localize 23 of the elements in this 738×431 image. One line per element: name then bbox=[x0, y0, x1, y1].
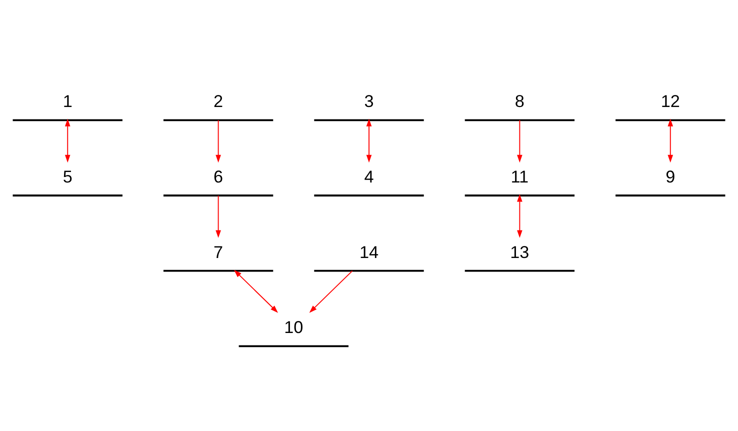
node-text: 2 bbox=[214, 90, 224, 111]
arrow bbox=[668, 118, 674, 162]
node-text: 6 bbox=[214, 166, 224, 186]
node-text: 3 bbox=[364, 90, 374, 111]
node-text: 9 bbox=[666, 166, 676, 186]
node-text: 1 bbox=[62, 90, 72, 111]
node-text: 5 bbox=[62, 166, 72, 186]
node-text: 11 bbox=[510, 166, 529, 186]
node-text: 10 bbox=[284, 316, 304, 337]
arrow bbox=[517, 119, 522, 162]
node-text: 13 bbox=[510, 241, 530, 262]
arrow bbox=[216, 194, 221, 238]
node-text: 8 bbox=[514, 90, 524, 111]
arrow bbox=[366, 118, 372, 162]
node-text: 7 bbox=[214, 241, 224, 262]
arrow bbox=[234, 269, 278, 312]
arrow bbox=[64, 118, 70, 162]
arrow bbox=[517, 194, 522, 238]
node-text: 12 bbox=[660, 90, 680, 111]
arrow bbox=[309, 270, 353, 312]
node-text: 14 bbox=[359, 241, 379, 262]
node-text: 4 bbox=[364, 166, 374, 186]
arrow bbox=[216, 119, 221, 162]
